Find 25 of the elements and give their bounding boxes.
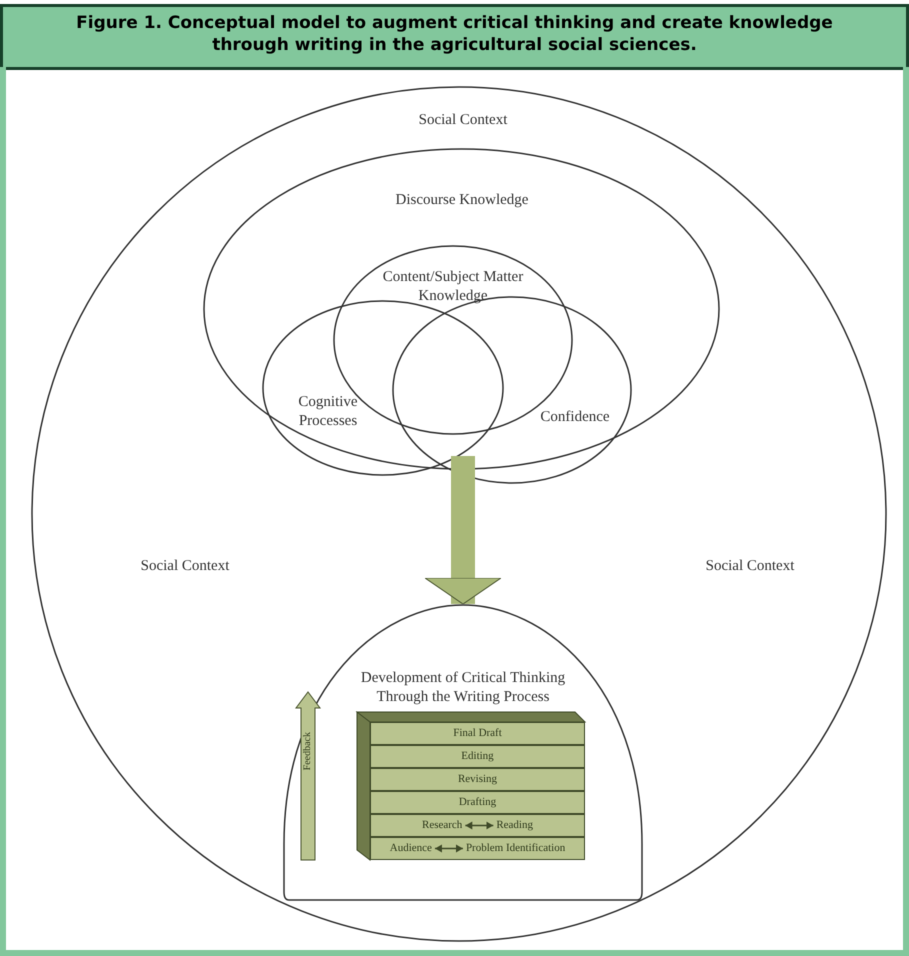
circle-label: Discourse Knowledge bbox=[394, 191, 530, 210]
writing-process-dome bbox=[283, 604, 643, 900]
circle-label: Social Context bbox=[140, 557, 230, 576]
layer-label: Problem Identification bbox=[466, 838, 566, 859]
block-arrow bbox=[424, 456, 502, 604]
circle-label: Cognitive Processes bbox=[297, 393, 359, 431]
circle-label: Content/Subject Matter Knowledge bbox=[382, 268, 524, 306]
circle-label: Confidence bbox=[539, 408, 611, 427]
circle-label: Development of Critical Thinking Through the Writing Process bbox=[360, 669, 566, 707]
circle-label: Social Context bbox=[704, 557, 796, 576]
stack-layer bbox=[370, 814, 585, 837]
stack-layer: Drafting bbox=[370, 791, 585, 814]
layer-label: Research bbox=[422, 815, 462, 836]
stack-layer bbox=[370, 837, 585, 860]
stack-layer: Final Draft bbox=[370, 722, 585, 745]
circle-label: Social Context bbox=[418, 111, 508, 130]
stack-layer: Revising bbox=[370, 768, 585, 791]
layer-label: Reading bbox=[496, 815, 533, 836]
double-arrow bbox=[465, 822, 494, 830]
figure-title: Figure 1. Conceptual model to augment critical thinking and create knowledge through writing in the agricultural social sciences. bbox=[75, 12, 834, 56]
context-circle bbox=[31, 86, 887, 942]
feedback-arrow: Feedback bbox=[296, 692, 320, 860]
stack-layer: Editing bbox=[370, 745, 585, 768]
double-arrow bbox=[434, 844, 463, 852]
layer-label: Audience bbox=[390, 838, 432, 859]
